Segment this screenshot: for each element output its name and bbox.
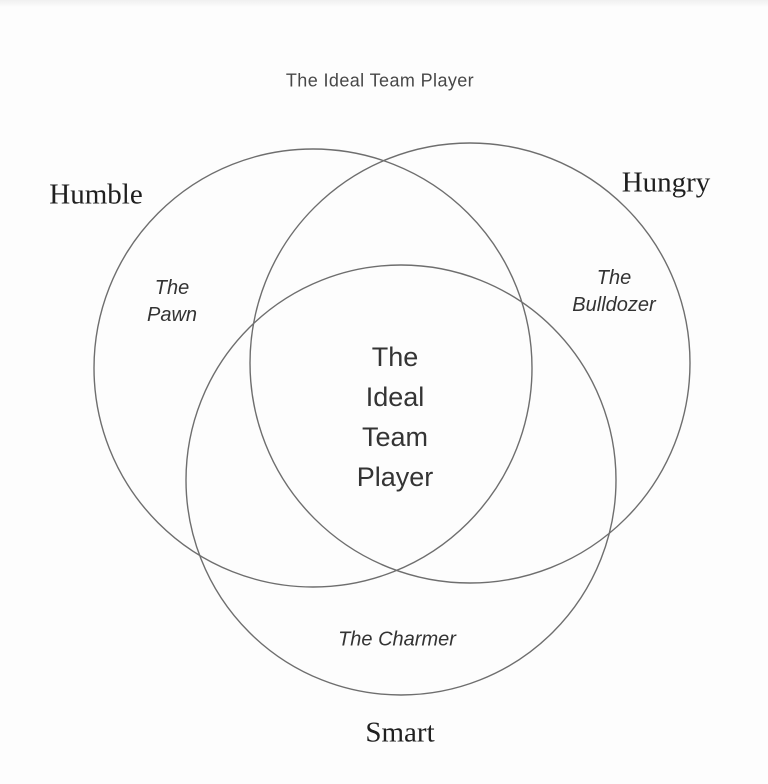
hungry-circle (249, 142, 691, 584)
page-title: The Ideal Team Player (285, 70, 475, 91)
humble-circle (93, 148, 533, 588)
region-label-ideal-team-player: The Ideal Team Player (356, 342, 434, 492)
region-label-bulldozer: The Bulldozer (572, 267, 656, 316)
circle-label-smart: Smart (365, 716, 435, 749)
circle-label-humble: Humble (49, 178, 143, 211)
circle-label-hungry: Hungry (621, 166, 711, 199)
region-label-pawn: The Pawn (146, 277, 198, 326)
scan-artifact (0, 0, 768, 7)
region-label-charmer: The Charmer (338, 628, 456, 651)
smart-circle (185, 264, 617, 696)
